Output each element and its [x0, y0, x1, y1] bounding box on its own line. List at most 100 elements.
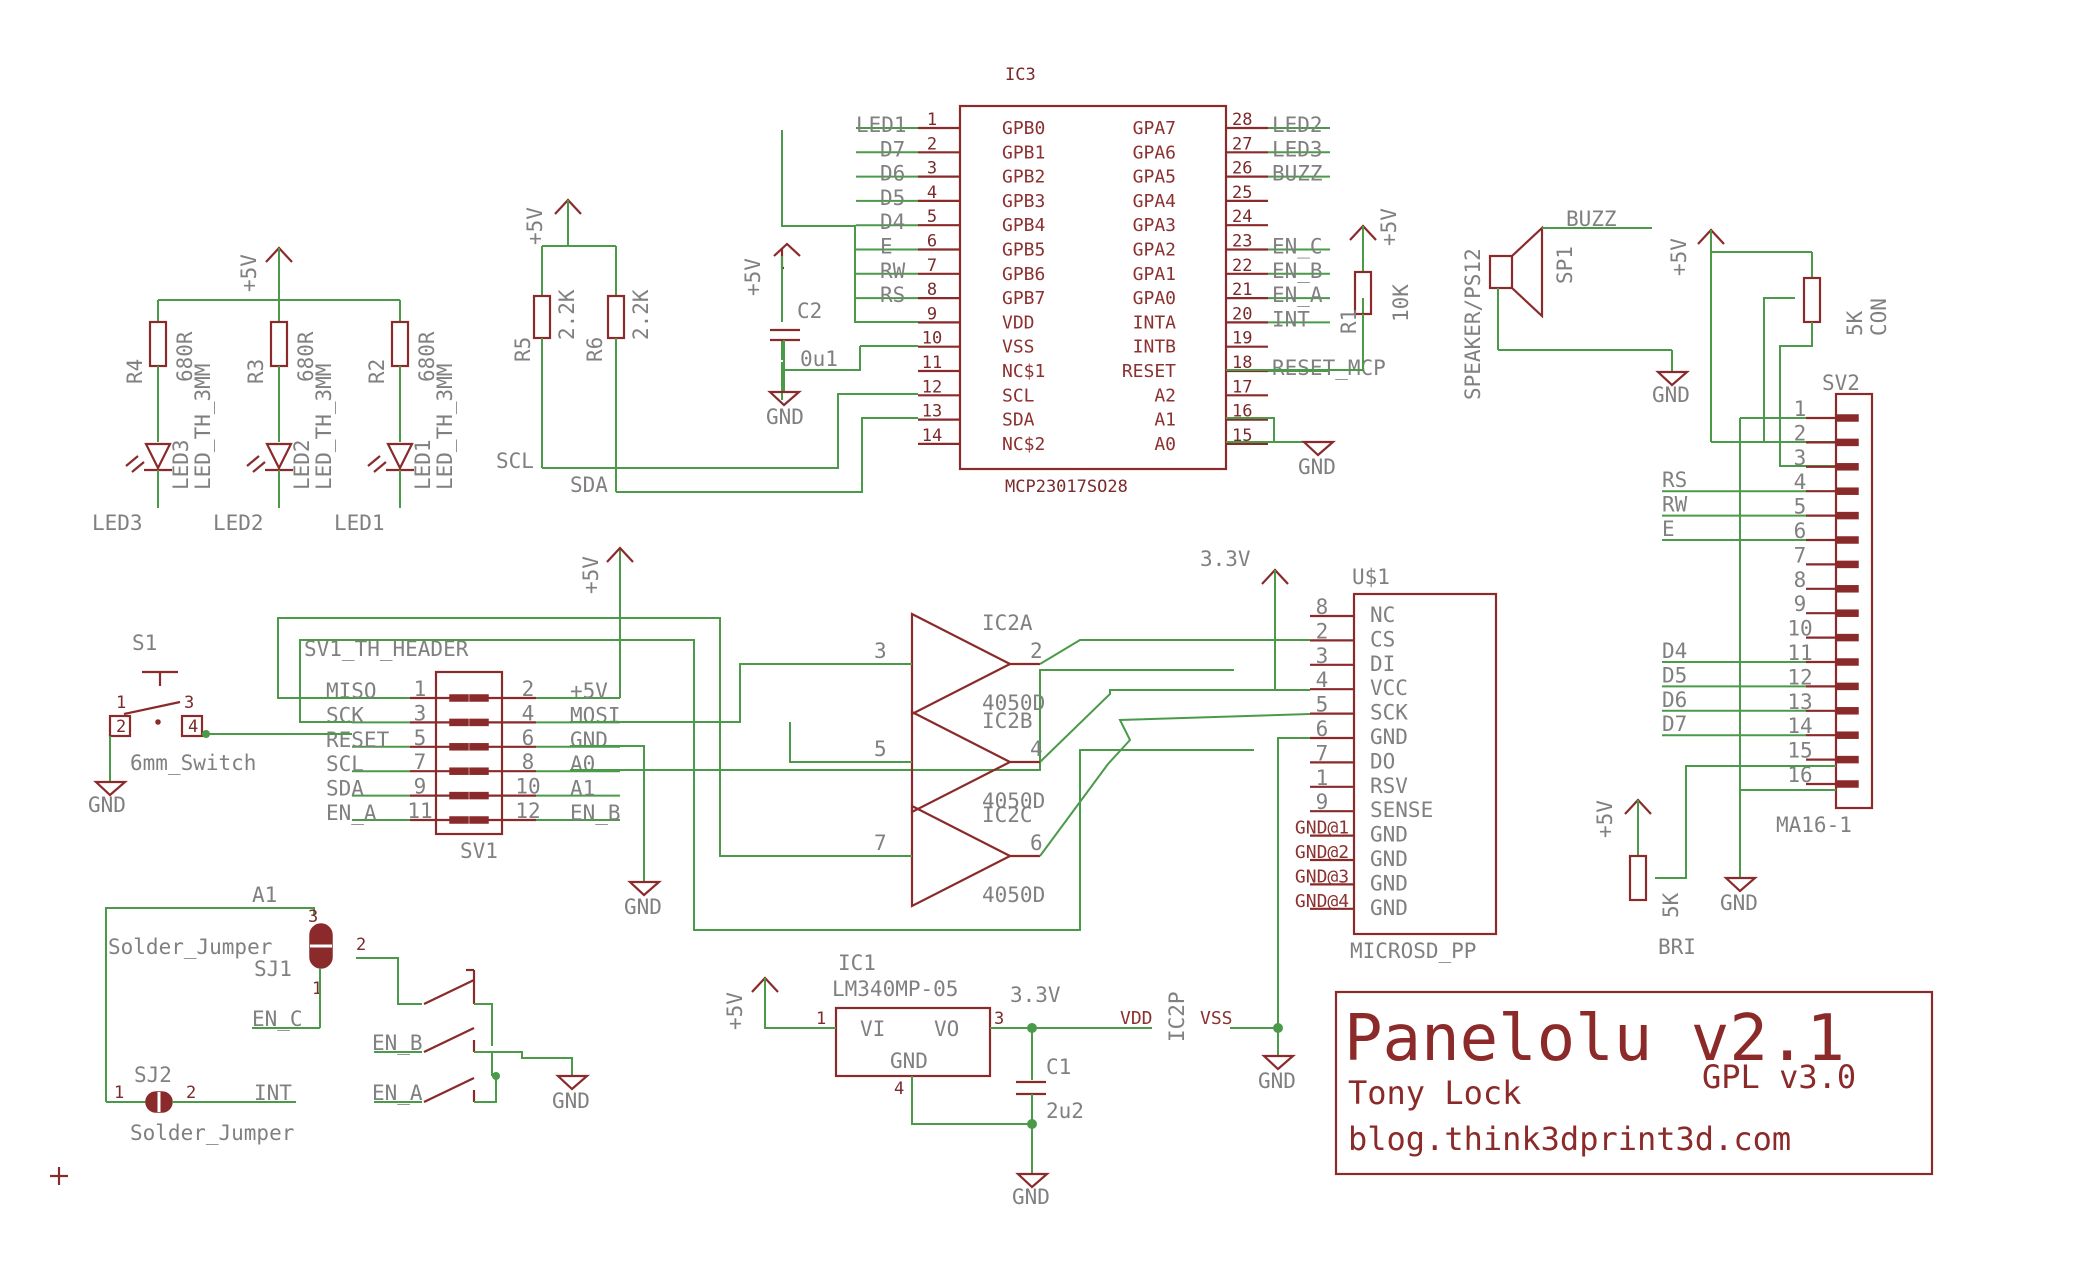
sv1-pin-6-num: 6	[522, 726, 535, 750]
sv1-pin-2-num: 2	[522, 677, 535, 701]
usd-pin-3-num: 3	[1316, 644, 1329, 668]
usd-pin-1-num: 1	[1316, 766, 1329, 790]
usd-pin-5-name: SCK	[1370, 701, 1408, 725]
i2c-pullups: +5V R5 2.2K R6 2.2K SCL SDA	[496, 198, 653, 497]
svg-text:2: 2	[186, 1083, 196, 1103]
ic3-gnd-a0a1: GND	[1298, 440, 1336, 479]
sv2-pin-5-num: 5	[1794, 495, 1807, 519]
a1-net-label: A1	[252, 883, 277, 907]
sv2-net-RS-label: RS	[1662, 468, 1687, 492]
s1-name: S1	[132, 631, 157, 655]
ic3-pin-2-num: 2	[927, 134, 937, 154]
reset-switch: S1 1 3 2 4 GND 6mm_Switch	[88, 631, 352, 817]
sv1-pin-8-num: 8	[522, 750, 535, 774]
sv2-pin-12-contact	[1835, 682, 1859, 691]
sv2-gnd-label: GND	[1720, 891, 1758, 915]
int-net-label: INT	[254, 1081, 292, 1105]
sv1-net-SDA-label: SDA	[326, 777, 364, 801]
ic3-pin-6-name: GPB5	[1002, 240, 1045, 261]
ic3-pin-13-name: SDA	[1002, 410, 1035, 431]
speaker-gnd-label: GND	[1652, 383, 1690, 407]
enc-gnd-label: GND	[552, 1089, 590, 1113]
sv2-pin-7-contact	[1835, 560, 1859, 569]
sv1-pin-2-contact	[469, 694, 489, 702]
c1-name: C1	[1046, 1055, 1071, 1079]
sv1-header: SV1 SV1_TH_HEADER 1MISO3SCK5RESET7SCL9SD…	[304, 637, 621, 863]
sv1-pin-5-num: 5	[414, 726, 427, 750]
s1-value: 6mm_Switch	[130, 751, 256, 775]
c2-name: C2	[797, 299, 822, 323]
usd-power-label: 3.3V	[1200, 547, 1251, 571]
sv1-net-8-label: A0	[570, 752, 595, 776]
r6-value: 2.2K	[629, 289, 653, 340]
buffer-to-sd-wiring	[742, 639, 1311, 857]
ic3-pin-22-name: GPA1	[1133, 264, 1176, 285]
ic1-name: IC1	[838, 951, 876, 975]
ic3-net-RESET_MCP-label: RESET_MCP	[1272, 356, 1386, 380]
author-text: Tony Lock	[1348, 1074, 1521, 1112]
en-a-net-label: EN_A	[372, 1081, 423, 1105]
sv2-pin-3-num: 3	[1794, 446, 1807, 470]
ic3-pin-21-name: GPA0	[1133, 288, 1176, 309]
sj2-type: Solder_Jumper	[130, 1121, 294, 1145]
sv1-net-MISO-label: MISO	[326, 679, 377, 703]
buffer-IC2B-out-num: 4	[1030, 737, 1043, 761]
svg-text:4: 4	[188, 717, 198, 737]
ic3-pin-3-num: 3	[927, 159, 937, 179]
sv1-pin-8-contact	[469, 767, 489, 775]
ic3-net-EN_B-label: EN_B	[1272, 259, 1323, 283]
sv2-pin-7-num: 7	[1794, 543, 1807, 567]
sv1-pin-3-num: 3	[414, 701, 427, 725]
encoder-switches: GND EN_B EN_A	[356, 957, 590, 1113]
ic3-name: IC3	[1005, 65, 1036, 85]
usd-pin-GND@2-num: GND@2	[1295, 842, 1349, 863]
buzz-net-label: BUZZ	[1566, 207, 1617, 231]
sv1-pin-9-num: 9	[414, 775, 427, 799]
led-col-2-ray-2	[373, 461, 387, 473]
origin-marker	[50, 1167, 68, 1185]
buffer-IC2A-out-num: 2	[1030, 639, 1043, 663]
sv1-pin-7-contact	[449, 767, 469, 775]
sv2-net-RW-label: RW	[1662, 493, 1688, 517]
usd-pin-5-num: 5	[1316, 693, 1329, 717]
led-col-2-ray-1	[367, 455, 381, 467]
led-col-0-resistor	[148, 320, 168, 368]
svg-text:3: 3	[994, 1009, 1004, 1029]
con-name: CON	[1867, 298, 1891, 336]
led-col-2-resistor	[390, 320, 410, 368]
usd-value: MICROSD_PP	[1350, 939, 1476, 963]
ic3-pin-9-name: VDD	[1002, 312, 1035, 333]
reg-5v-label: +5V	[723, 992, 747, 1030]
ic3-pin-25-name: GPA4	[1133, 191, 1176, 212]
usd-pin-6-name: GND	[1370, 725, 1408, 749]
usd-pin-6-num: 6	[1316, 717, 1329, 741]
ic3-pin-12-num: 12	[922, 377, 942, 397]
sv2-pin-14-contact	[1835, 731, 1859, 739]
sv1-pin-6-contact	[469, 743, 489, 751]
sv2-pin-2-num: 2	[1794, 421, 1807, 445]
ic3-pin-27-num: 27	[1232, 134, 1252, 154]
buffer-IC2C-name: IC2C	[982, 803, 1033, 827]
sv2-name: SV2	[1822, 371, 1860, 395]
ic3-wiring	[542, 130, 1364, 493]
usd-pin-GND@4-num: GND@4	[1295, 891, 1349, 912]
sv1-name: SV1	[460, 839, 498, 863]
sv1-pin-9-contact	[449, 791, 469, 800]
r5-name: R5	[511, 337, 535, 362]
usd-pin-8-num: 8	[1316, 595, 1329, 619]
ic3-pin-24-num: 24	[1232, 207, 1252, 227]
usd-pin-7-name: DO	[1370, 749, 1395, 773]
ic3-pin-24-name: GPA3	[1133, 215, 1176, 236]
sv2-pin-15-num: 15	[1787, 739, 1812, 763]
license-text: GPL v3.0	[1702, 1058, 1856, 1096]
usd-pin-GND@3-num: GND@3	[1295, 866, 1349, 887]
ic3-pin-1-num: 1	[927, 110, 937, 130]
sv1-pin-5-contact	[449, 743, 469, 751]
usd-name: U$1	[1352, 565, 1390, 589]
sj1-name: SJ1	[254, 957, 292, 981]
svg-text:1: 1	[312, 979, 322, 999]
ic3-pin-12-name: SCL	[1002, 385, 1035, 406]
reg-gnd-label: GND	[1012, 1185, 1050, 1209]
sv1-pin-1-num: 1	[414, 677, 427, 701]
